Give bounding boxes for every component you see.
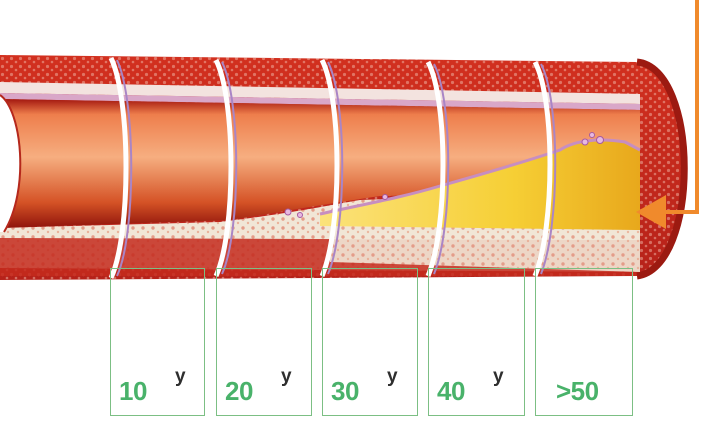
age-box-30: 30 y xyxy=(322,268,418,416)
age-unit: y xyxy=(387,366,398,388)
age-number: 30 xyxy=(331,376,359,406)
age-number: 10 xyxy=(119,376,147,406)
age-unit: y xyxy=(175,366,186,388)
age-box-20: 20 y xyxy=(216,268,312,416)
age-number: >50 xyxy=(556,376,599,406)
age-box-50: >50 xyxy=(535,268,633,416)
age-number: 20 xyxy=(225,376,253,406)
age-unit: y xyxy=(493,366,504,388)
age-number: 40 xyxy=(437,376,465,406)
age-box-10: 10 y xyxy=(110,268,205,416)
age-box-40: 40 y xyxy=(428,268,525,416)
age-unit: y xyxy=(281,366,292,388)
